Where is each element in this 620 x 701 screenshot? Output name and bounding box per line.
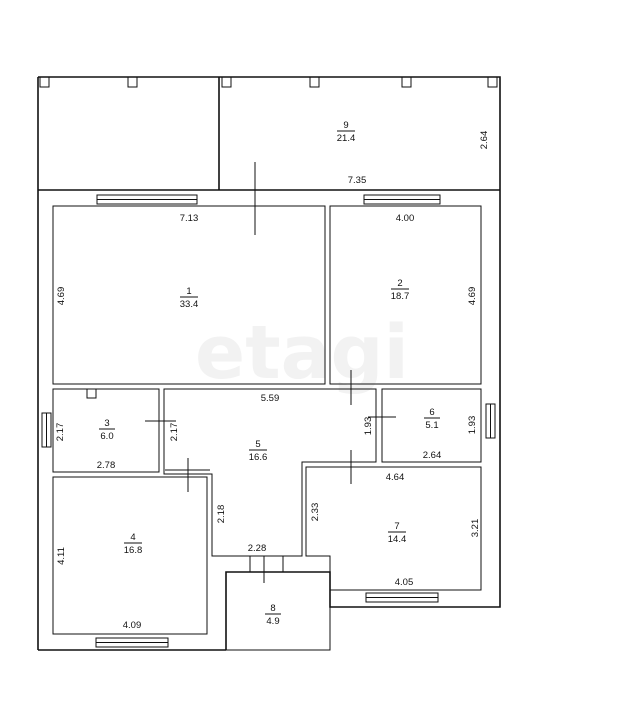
dimension-label: 2.33 — [310, 503, 321, 522]
dimension-label: 2.17 — [169, 423, 180, 442]
dimension-label: 2.64 — [423, 450, 442, 461]
dimension-label: 1.93 — [363, 417, 374, 436]
room-number: 3 — [104, 418, 109, 429]
dimension-label: 4.05 — [395, 577, 414, 588]
room-area: 6.0 — [100, 431, 113, 442]
dimension-label: 7.35 — [348, 175, 367, 186]
dimension-label: 4.69 — [467, 287, 478, 306]
room-3 — [52, 388, 176, 473]
room-8 — [249, 556, 284, 583]
dimension-label: 4.69 — [56, 287, 67, 306]
room-number: 4 — [130, 532, 135, 543]
room-area: 18.7 — [391, 291, 410, 302]
watermark: etagi — [195, 310, 409, 396]
room-number: 2 — [397, 278, 402, 289]
dimension-label: 4.00 — [396, 213, 415, 224]
dimension-label: 2.18 — [216, 505, 227, 524]
dimension-label: 4.09 — [123, 620, 142, 631]
room-2-label: 2 18.7 — [391, 278, 410, 302]
room-5 — [163, 370, 377, 557]
dimension-label: 5.59 — [261, 393, 280, 404]
dimension-label: 4.64 — [386, 472, 405, 483]
room-area: 14.4 — [388, 534, 407, 545]
room-number: 6 — [429, 407, 434, 418]
dimension-label: 1.93 — [467, 416, 478, 435]
room-1 — [52, 162, 326, 385]
dimension-label: 2.64 — [479, 131, 490, 150]
dimensions: 2.64 7.35 7.13 4.69 4.00 4.69 2.17 2.78 … — [55, 131, 490, 631]
room-area: 33.4 — [180, 299, 199, 310]
room-5-label: 5 16.6 — [249, 439, 268, 463]
windows — [41, 194, 496, 648]
room-number: 7 — [394, 521, 399, 532]
room-number: 1 — [186, 286, 191, 297]
dimension-label: 3.21 — [470, 519, 481, 538]
dimension-label: 7.13 — [180, 213, 199, 224]
room-6-label: 6 5.1 — [424, 407, 440, 431]
room-3-label: 3 6.0 — [99, 418, 115, 442]
room-7-label: 7 14.4 — [388, 521, 407, 545]
dimension-label: 4.11 — [56, 547, 67, 565]
room-9-label: 9 21.4 — [337, 120, 356, 144]
room-7 — [305, 450, 482, 591]
dimension-label: 2.28 — [248, 543, 267, 554]
room-area: 21.4 — [337, 133, 356, 144]
room-2 — [329, 205, 482, 385]
room-4-label: 4 16.8 — [124, 532, 143, 556]
room-1-label: 1 33.4 — [180, 286, 199, 310]
room-8-label: 8 4.9 — [265, 603, 281, 627]
dimension-label: 2.78 — [97, 460, 116, 471]
dimension-label: 2.17 — [55, 423, 66, 442]
room-4 — [52, 476, 208, 635]
room-number: 8 — [270, 603, 275, 614]
room-6 — [368, 388, 482, 463]
room-number: 9 — [343, 120, 348, 131]
room-area: 4.9 — [266, 616, 279, 627]
room-area: 16.8 — [124, 545, 143, 556]
room-area: 16.6 — [249, 452, 268, 463]
room-number: 5 — [255, 439, 260, 450]
room-area: 5.1 — [425, 420, 438, 431]
